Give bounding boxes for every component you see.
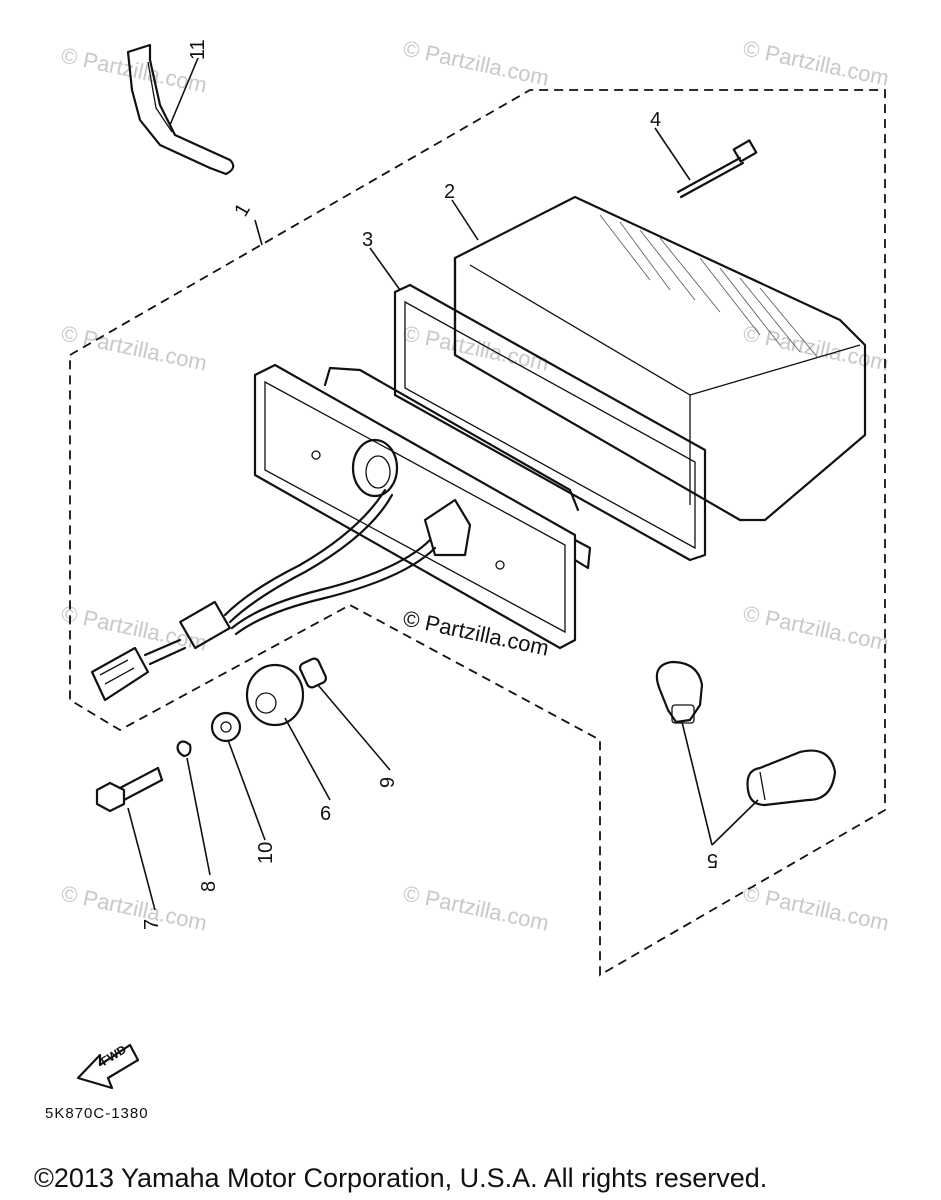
callout-4: 4 [650, 109, 661, 131]
watermark: © Partzilla.com [741, 880, 891, 935]
center-watermark: © Partzilla.com [401, 605, 551, 660]
part-grommet [245, 663, 305, 727]
forward-arrow: FWD [76, 1042, 140, 1090]
watermark: © Partzilla.com [401, 880, 551, 935]
part-strap [126, 43, 235, 176]
watermark: © Partzilla.com [741, 320, 891, 375]
assembly-boundary [69, 89, 886, 977]
leader-lines [127, 57, 759, 911]
part-collar [298, 657, 328, 689]
part-base [90, 363, 592, 702]
callout-2: 2 [444, 181, 455, 203]
part-bulbs [655, 660, 837, 807]
watermark: © Partzilla.com [741, 35, 891, 90]
callout-10: 10 [255, 842, 277, 864]
callout-11: 11 [187, 39, 209, 60]
callout-5: 5 [707, 849, 718, 871]
drawing-code: 5K870C-1380 [45, 1105, 149, 1122]
part-washer [210, 711, 242, 743]
watermark: © Partzilla.com [59, 320, 209, 375]
copyright-notice: ©2013 Yamaha Motor Corporation, U.S.A. A… [34, 1163, 767, 1193]
fwd-label: FWD [98, 1042, 129, 1069]
callout-1: 1 [230, 200, 255, 221]
watermark: © Partzilla.com [401, 35, 551, 90]
callout-8: 8 [198, 881, 220, 892]
callout-6: 6 [320, 803, 331, 825]
part-screw [676, 139, 758, 199]
callout-3: 3 [362, 229, 373, 251]
callout-7: 7 [141, 919, 163, 930]
watermark: © Partzilla.com [59, 880, 209, 935]
callout-9: 9 [377, 777, 399, 788]
part-lock-washer [176, 740, 192, 758]
part-bolt [95, 766, 164, 813]
part-gasket [393, 283, 707, 562]
watermarks: © Partzilla.com © Partzilla.com © Partzi… [59, 35, 891, 935]
part-lens [453, 195, 867, 522]
watermark: © Partzilla.com [741, 600, 891, 655]
